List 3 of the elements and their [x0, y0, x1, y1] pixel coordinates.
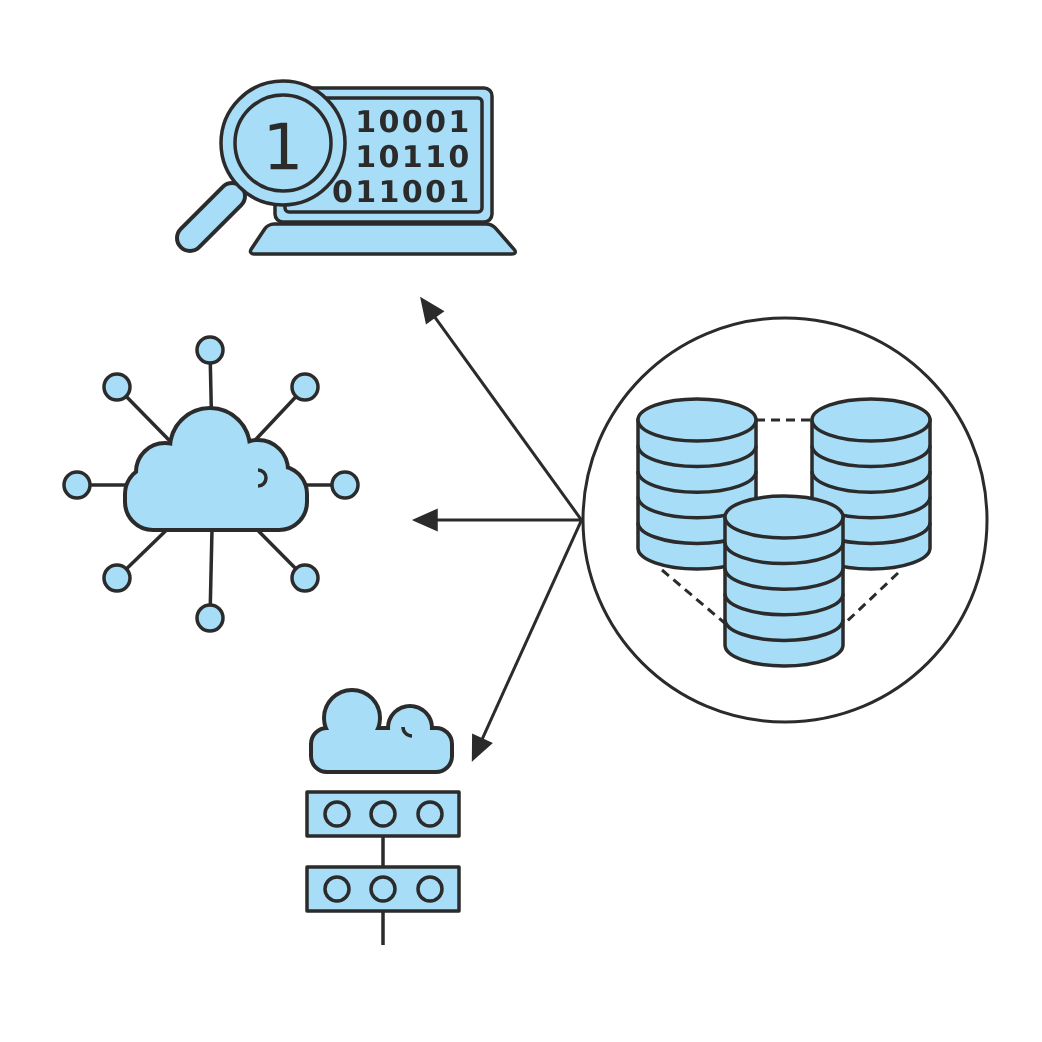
cloud-network-drawing: [62, 335, 360, 633]
database-circle: [581, 316, 989, 724]
cloud-server-drawing: [305, 688, 461, 947]
